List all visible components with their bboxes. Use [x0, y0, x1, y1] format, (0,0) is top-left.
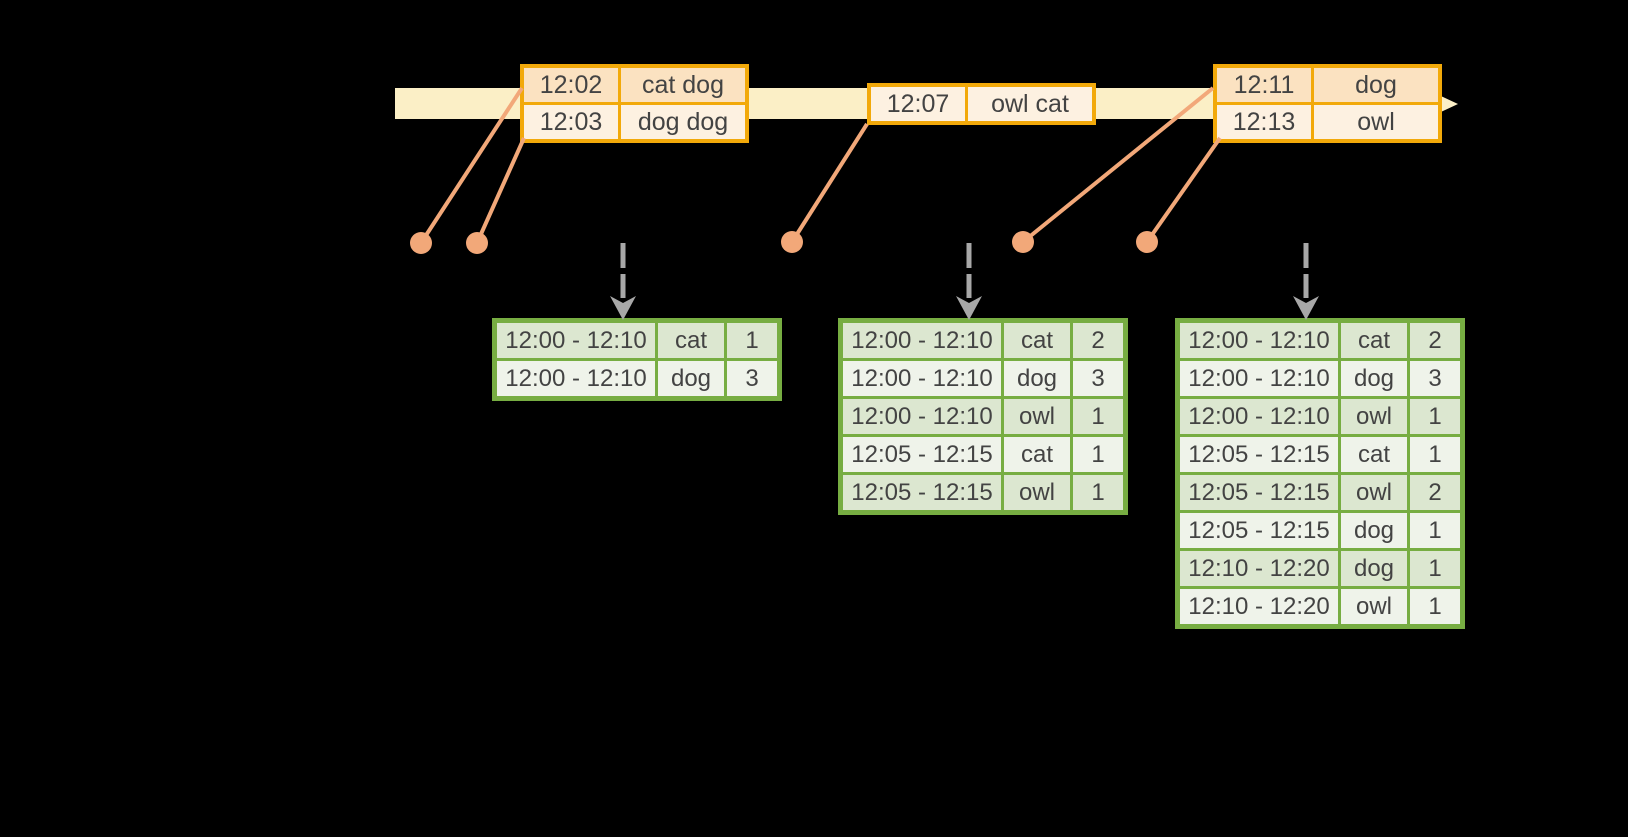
event-dot — [466, 232, 488, 254]
table-cell: cat — [1341, 437, 1407, 472]
table-cell: 12:11 — [1217, 68, 1311, 102]
table-cell: 12:05 - 12:15 — [1180, 475, 1338, 510]
table-cell: 12:00 - 12:10 — [843, 323, 1001, 358]
table-cell: 1 — [1073, 437, 1123, 472]
table-cell: 12:05 - 12:15 — [843, 475, 1001, 510]
event-dot — [1136, 231, 1158, 253]
table-cell: dog — [1314, 68, 1438, 102]
table-cell: dog — [1004, 361, 1070, 396]
table-cell: 1 — [1410, 399, 1460, 434]
table-cell: 1 — [1410, 437, 1460, 472]
table-cell: 1 — [1073, 475, 1123, 510]
connector-line — [790, 122, 869, 244]
table-cell: 1 — [1410, 589, 1460, 624]
table-cell: 12:05 - 12:15 — [843, 437, 1001, 472]
connector-line — [1145, 136, 1222, 244]
table-cell: 12:05 - 12:15 — [1180, 513, 1338, 548]
table-cell: 12:00 - 12:10 — [497, 361, 655, 396]
event-dot — [410, 232, 432, 254]
connector-line — [475, 137, 526, 244]
table-cell: 12:02 — [524, 68, 618, 102]
table-cell: 12:00 - 12:10 — [843, 399, 1001, 434]
table-cell: 3 — [1410, 361, 1460, 396]
event-dot — [781, 231, 803, 253]
table-cell: owl — [1341, 399, 1407, 434]
table-cell: 2 — [1410, 475, 1460, 510]
table-cell: 1 — [727, 323, 777, 358]
table-cell: 12:10 - 12:20 — [1180, 589, 1338, 624]
table-cell: owl — [1341, 475, 1407, 510]
table-cell: 1 — [1410, 551, 1460, 586]
table-cell: owl — [1004, 475, 1070, 510]
table-cell: 12:03 — [524, 105, 618, 139]
table-cell: 12:00 - 12:10 — [497, 323, 655, 358]
trigger-arrowhead-icon — [956, 296, 982, 320]
event-dot — [1012, 231, 1034, 253]
table-cell: dog — [1341, 361, 1407, 396]
table-cell: owl — [1004, 399, 1070, 434]
table-cell: dog — [1341, 551, 1407, 586]
table-cell: 12:00 - 12:10 — [1180, 399, 1338, 434]
table-cell: cat — [1004, 437, 1070, 472]
table-cell: cat — [658, 323, 724, 358]
table-cell: 3 — [727, 361, 777, 396]
table-cell: owl cat — [968, 87, 1092, 121]
table-cell: 12:00 - 12:10 — [1180, 323, 1338, 358]
trigger-arrowhead-icon — [610, 296, 636, 320]
table-cell: dog — [1341, 513, 1407, 548]
table-cell: 2 — [1073, 323, 1123, 358]
table-cell: 12:05 - 12:15 — [1180, 437, 1338, 472]
table-cell: 12:00 - 12:10 — [1180, 361, 1338, 396]
table-cell: 12:10 - 12:20 — [1180, 551, 1338, 586]
table-cell: 12:13 — [1217, 105, 1311, 139]
table-cell: cat dog — [621, 68, 745, 102]
table-cell: owl — [1341, 589, 1407, 624]
table-cell: cat — [1004, 323, 1070, 358]
table-cell: 1 — [1410, 513, 1460, 548]
table-cell: 2 — [1410, 323, 1460, 358]
table-cell: cat — [1341, 323, 1407, 358]
table-cell: 12:07 — [871, 87, 965, 121]
table-cell: 3 — [1073, 361, 1123, 396]
table-cell: owl — [1314, 105, 1438, 139]
trigger-arrowhead-icon — [1293, 296, 1319, 320]
table-cell: dog dog — [621, 105, 745, 139]
table-cell: dog — [658, 361, 724, 396]
table-cell: 12:00 - 12:10 — [843, 361, 1001, 396]
table-cell: 1 — [1073, 399, 1123, 434]
